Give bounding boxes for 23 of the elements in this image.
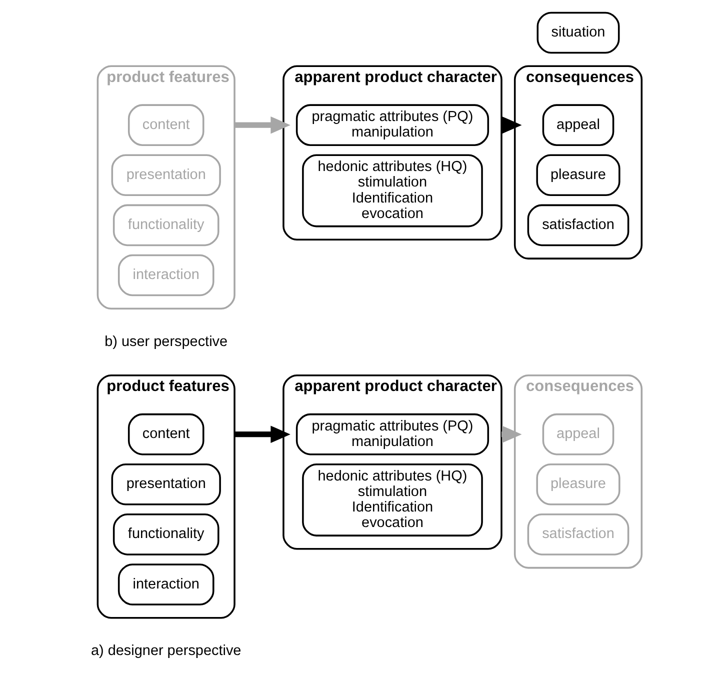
node-box: presentation	[110, 463, 220, 506]
node-box: functionality	[112, 204, 219, 246]
node-box: hedonic attributes (HQ) stimulation Identification evocation	[302, 154, 482, 228]
node-box: satisfaction	[526, 514, 629, 556]
arrow	[234, 116, 290, 134]
node-box: interaction	[117, 254, 214, 296]
node-box: hedonic attributes (HQ) stimulation Identification evocation	[302, 463, 482, 536]
node-box: functionality	[112, 514, 219, 556]
node-box: appeal	[542, 104, 614, 146]
label: a) designer perspective	[90, 643, 241, 660]
node-box: appeal	[542, 413, 614, 456]
node-box: content	[127, 413, 204, 456]
arrow	[234, 426, 290, 443]
node-box: content	[127, 104, 204, 146]
node-box: pragmatic attributes (PQ) manipulation	[295, 104, 489, 146]
node-box: satisfaction	[526, 204, 629, 246]
node-box: situation	[536, 12, 620, 54]
node-box: interaction	[117, 564, 214, 606]
node-box: presentation	[110, 154, 220, 196]
node-box: pragmatic attributes (PQ) manipulation	[295, 413, 489, 456]
label: b) user perspective	[104, 334, 228, 350]
node-box: pleasure	[536, 463, 620, 506]
node-box: pleasure	[536, 154, 620, 196]
